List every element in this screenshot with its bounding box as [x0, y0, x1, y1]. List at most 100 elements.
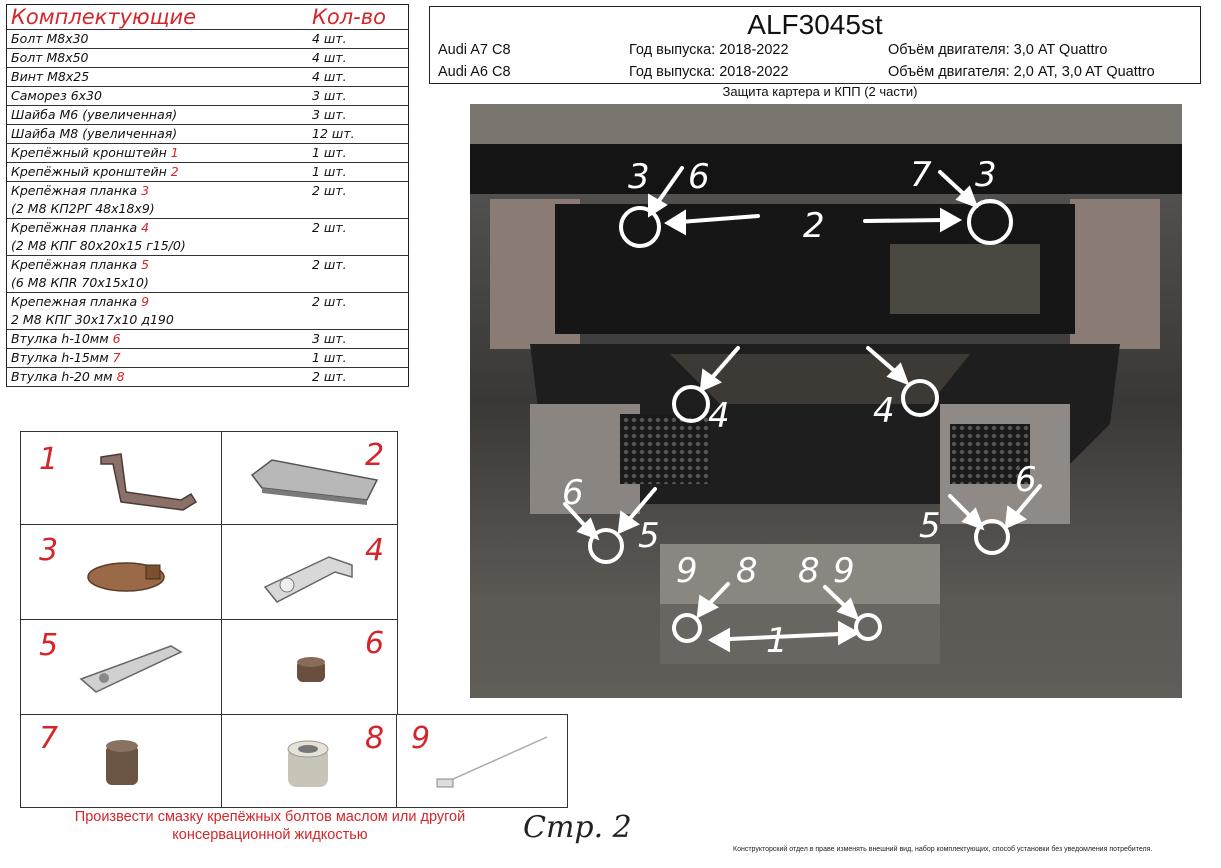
- article-number: ALF3045st: [747, 9, 883, 40]
- part-spec: (2 М8 КПГ 80х20х15 г15/0): [11, 238, 186, 253]
- part-cell-1: 1: [20, 431, 223, 526]
- part-qty: 2 шт.: [308, 181, 409, 219]
- photo-label: 5: [919, 506, 941, 546]
- photo-label: 2: [803, 206, 825, 246]
- parts-row: Шайба М8 (увеличенная)12 шт.: [6, 124, 409, 144]
- parts-row: Шайба М6 (увеличенная) 3 шт.: [6, 105, 409, 125]
- part-name-text: Крепёжная планка: [11, 183, 138, 198]
- part-number: 9: [411, 721, 431, 756]
- part-spec: 2 М8 КПГ 30х17х10 д190: [11, 312, 174, 327]
- marker-circles: [588, 199, 1013, 643]
- part-qty: 2 шт.: [308, 255, 409, 293]
- plate-9-icon: [436, 736, 548, 788]
- part-cell-6: 6: [221, 619, 398, 716]
- part-name-text: Крепежная планка: [11, 294, 138, 309]
- photo-label: 4: [708, 396, 730, 436]
- parts-row: Крепёжная планка 5(6 М8 КПR 70х15х10)2 ш…: [6, 255, 409, 293]
- part-number: 3: [39, 533, 59, 568]
- part-name-text: Саморез 6х30: [11, 88, 102, 103]
- part-cell-8: 8: [221, 714, 398, 808]
- part-ref-number: 4: [141, 220, 150, 235]
- plate-3-icon: [87, 562, 165, 592]
- part-ref-number: 9: [141, 294, 150, 309]
- part-number: 8: [365, 721, 385, 756]
- part-cell-3: 3: [20, 524, 223, 621]
- part-ref-number: 8: [116, 369, 125, 384]
- photo-label: 9: [833, 551, 855, 591]
- part-spec: (2 М8 КП2РГ 48х18х9): [11, 201, 155, 216]
- part-number: 2: [365, 438, 385, 473]
- plate-4-icon: [263, 556, 353, 603]
- parts-row: Крепежная планка 9 2 М8 КПГ 30х17х10 д190…: [6, 292, 409, 330]
- part-name-text: Втулка h-10мм: [11, 331, 109, 346]
- part-qty: 1 шт.: [308, 143, 409, 163]
- part-ref-number: 7: [112, 350, 121, 365]
- parts-row: Крепёжная планка 3 (2 М8 КП2РГ 48х18х9) 2 …: [6, 181, 409, 219]
- part-qty: 1 шт.: [308, 348, 409, 368]
- photo-caption: Защита картера и КПП (2 части): [722, 84, 918, 99]
- bushing-8-icon: [287, 740, 329, 787]
- part-cell-4: 4: [221, 524, 398, 621]
- title-box: ALF3045st Audi A7 C8 Год выпуска: 2018-2…: [429, 6, 1201, 84]
- part-number: 4: [365, 533, 385, 568]
- marker-arrows: [563, 166, 1042, 653]
- bracket-1-icon: [100, 453, 198, 511]
- part-name: Крепёжный кронштейн 2: [6, 162, 308, 182]
- photo-label: 6: [688, 157, 710, 197]
- part-qty: 3 шт.: [308, 329, 409, 349]
- part-name: Крепёжный кронштейн 1: [6, 143, 308, 163]
- part-name-text: Болт М8х30: [11, 31, 89, 46]
- model-car-2: Audi A6 C8: [438, 64, 511, 80]
- part-number: 5: [39, 628, 59, 663]
- part-qty: 3 шт.: [308, 105, 409, 125]
- part-cell-5: 5: [20, 619, 223, 716]
- part-name: Шайба М8 (увеличенная): [6, 124, 308, 144]
- part-name-text: Крепёжная планка: [11, 220, 138, 235]
- photo-label: 6: [1015, 460, 1037, 500]
- bushing-7-icon: [106, 740, 138, 785]
- part-name-text: Крепёжная планка: [11, 257, 138, 272]
- photo-label: 8: [736, 551, 758, 591]
- part-spec: (6 М8 КПR 70х15х10): [11, 275, 149, 290]
- part-name: Втулка h-20 мм 8: [6, 367, 308, 387]
- part-number: 7: [39, 721, 59, 756]
- part-name: Втулка h-15мм 7: [6, 348, 308, 368]
- photo-labels: 3 6 7 3 2 4 4 6 5 6 5 9 8 8 9 1: [562, 155, 1037, 661]
- part-name-text: Втулка h-15мм: [11, 350, 109, 365]
- model-car-1: Audi A7 C8: [438, 42, 511, 58]
- part-name: Болт М8х30: [6, 29, 308, 49]
- part-ref-number: 3: [141, 183, 150, 198]
- model-years-2: Год выпуска: 2018-2022: [629, 64, 789, 80]
- photo-label: 3: [975, 155, 997, 195]
- photo-label: 3: [628, 157, 650, 197]
- part-qty: 12 шт.: [308, 124, 409, 144]
- header-qty: Кол-во: [308, 4, 409, 30]
- disclaimer: Конструкторский отдел в праве изменять в…: [733, 846, 1153, 853]
- part-name: Крепёжная планка 3 (2 М8 КП2РГ 48х18х9): [6, 181, 308, 219]
- part-qty: 4 шт.: [308, 29, 409, 49]
- part-name: Шайба М6 (увеличенная): [6, 105, 308, 125]
- part-name: Саморез 6х30: [6, 86, 308, 106]
- photo-label: 8: [798, 551, 820, 591]
- part-name-text: Крепёжный кронштейн: [11, 145, 167, 160]
- part-ref-number: 2: [170, 164, 179, 179]
- part-qty: 2 шт.: [308, 218, 409, 256]
- part-qty: 2 шт.: [308, 367, 409, 387]
- part-number: 6: [365, 626, 385, 661]
- part-name: Болт М8х50: [6, 48, 308, 68]
- model-engine-2: Объём двигателя: 2,0 AT, 3,0 AT Quattro: [888, 64, 1155, 80]
- page-number: Стр. 2: [523, 810, 632, 845]
- part-qty: 4 шт.: [308, 67, 409, 87]
- part-name-text: Шайба М6 (увеличенная): [11, 107, 178, 122]
- underbody-photo: 3 6 7 3 2 4 4 6 5 6 5 9 8 8 9 1: [470, 104, 1182, 698]
- model-years-1: Год выпуска: 2018-2022: [629, 42, 789, 58]
